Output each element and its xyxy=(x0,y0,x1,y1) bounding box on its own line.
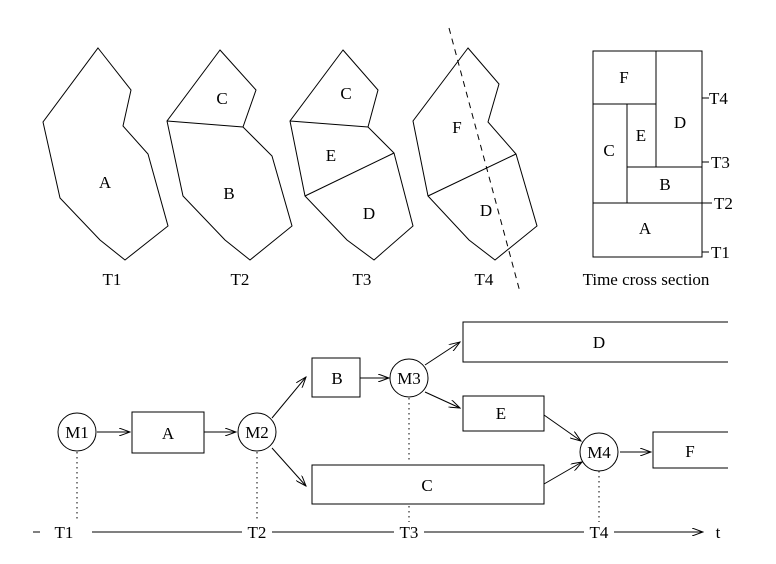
region-box-b-label: B xyxy=(331,369,342,388)
arrow-c-m4 xyxy=(543,462,582,485)
panel-t3: C E D T3 xyxy=(289,49,414,289)
merge-node-m1-label: M1 xyxy=(65,423,89,442)
panel-t2-outline xyxy=(166,49,293,261)
panel-t3-outline xyxy=(289,49,414,261)
panel-t4: F D T4 xyxy=(412,27,538,293)
region-box-e-label: E xyxy=(496,404,506,423)
arrow-m2-c xyxy=(271,447,306,486)
arrow-m3-d xyxy=(424,342,460,366)
cell-c-label: C xyxy=(603,141,614,160)
merge-node-m4 xyxy=(579,432,619,472)
time-cross-section: F D C E B A T4 T3 T2 T1 Time cross secti… xyxy=(583,50,733,289)
region-a-shape xyxy=(42,47,169,261)
boundary-c-e xyxy=(289,120,369,128)
cell-e-label: E xyxy=(636,126,646,145)
region-e-label: E xyxy=(326,146,336,165)
cross-section-frame xyxy=(592,50,703,258)
region-box-e xyxy=(462,395,545,432)
merge-node-m3-label: M3 xyxy=(397,369,421,388)
region-b-label: B xyxy=(223,184,234,203)
region-box-b xyxy=(311,357,361,398)
cell-b-label: B xyxy=(659,175,670,194)
axis-end-label: t xyxy=(716,523,721,542)
merge-node-m2-label: M2 xyxy=(245,423,269,442)
boundary-e-d xyxy=(304,152,395,197)
arrow-m2-b xyxy=(271,377,306,419)
region-box-d-label: D xyxy=(593,333,605,352)
region-c-label: C xyxy=(340,84,351,103)
boundary-c-b xyxy=(166,120,244,128)
panel-t2: C B T2 xyxy=(166,49,293,289)
cell-d-label: D xyxy=(674,113,686,132)
panel-caption-t3: T3 xyxy=(353,270,372,289)
region-box-d xyxy=(462,321,728,363)
region-d-label: D xyxy=(480,201,492,220)
time-label-t4: T4 xyxy=(709,89,728,108)
cell-a-label: A xyxy=(639,219,652,238)
merge-node-m4-label: M4 xyxy=(587,443,611,462)
arrow-m3-e xyxy=(424,391,460,408)
cutting-line xyxy=(448,27,521,293)
panel-caption-t1: T1 xyxy=(103,270,122,289)
axis-tick-t3: T3 xyxy=(400,523,419,542)
panel-t1: A T1 xyxy=(42,47,169,289)
time-label-t1: T1 xyxy=(711,243,730,262)
boundary-f-d xyxy=(427,153,517,197)
panel-caption-t2: T2 xyxy=(231,270,250,289)
time-label-t2: T2 xyxy=(714,194,733,213)
panel-caption-t4: T4 xyxy=(475,270,494,289)
arrow-e-m4 xyxy=(543,414,581,441)
merge-node-m2 xyxy=(237,412,277,452)
merge-node-m3 xyxy=(389,358,429,398)
flow-diagram: T1 T2 T3 T4 t A B C D E F M1 M2 xyxy=(33,321,728,542)
region-f-label: F xyxy=(452,118,461,137)
panel-t4-outline xyxy=(412,47,538,261)
axis-tick-t4: T4 xyxy=(590,523,609,542)
region-box-a-label: A xyxy=(162,424,175,443)
region-d-label: D xyxy=(363,204,375,223)
region-a-label: A xyxy=(99,173,112,192)
cell-f-label: F xyxy=(619,68,628,87)
cross-section-caption: Time cross section xyxy=(583,270,710,289)
region-box-f xyxy=(652,431,728,469)
region-box-c xyxy=(311,464,545,505)
region-box-a xyxy=(131,411,205,454)
region-c-label: C xyxy=(216,89,227,108)
region-box-c-label: C xyxy=(421,476,432,495)
axis-tick-t1: T1 xyxy=(55,523,74,542)
merge-node-m1 xyxy=(57,412,97,452)
region-box-f-label: F xyxy=(685,442,694,461)
time-label-t3: T3 xyxy=(711,153,730,172)
axis-tick-t2: T2 xyxy=(248,523,267,542)
